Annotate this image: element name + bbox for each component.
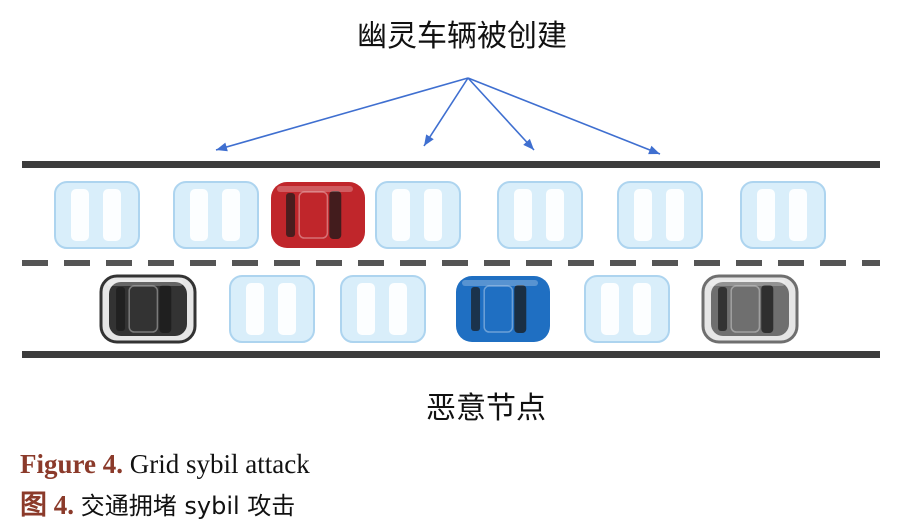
vehicles [54,181,826,344]
caption-english: Figure 4. Grid sybil attack [20,449,310,480]
malicious-node-label: 恶意节点 [426,391,546,426]
ghost-vehicles-label: 幽灵车辆被创建 [357,19,567,54]
sybil-attack-diagram: 幽灵车辆被创建 恶意节点 [22,19,880,426]
ghost-vehicle-top-5 [497,181,583,249]
arrow-4 [467,77,661,155]
caption-chinese-label: 图 4. [20,490,74,520]
caption-english-label: Figure 4. [20,449,123,479]
arrow-1 [215,77,469,152]
ghost-vehicle-top-2 [173,181,259,249]
ghost-arrows [215,77,661,155]
caption-english-text: Grid sybil attack [129,449,310,479]
ghost-vehicle-top-4 [375,181,461,249]
ghost-vehicle-bottom-3 [340,275,426,343]
ghost-vehicle-bottom-2 [229,275,315,343]
gray-vehicle-bottom-6 [701,274,799,344]
ghost-vehicle-top-6 [617,181,703,249]
red-vehicle-top-3 [271,182,365,248]
road-bottom-edge [22,351,880,358]
arrow-3 [467,77,535,151]
caption-chinese: 图 4. 交通拥堵 sybil 攻击 [20,483,295,522]
blue-vehicle-bottom-4 [456,276,550,342]
dark-vehicle-bottom-1 [99,274,197,344]
road-top-edge [22,161,880,168]
ghost-vehicle-bottom-5 [584,275,670,343]
arrow-2 [423,77,469,147]
ghost-vehicle-top-1 [54,181,140,249]
caption-chinese-text: 交通拥堵 sybil 攻击 [80,492,296,520]
ghost-vehicle-top-7 [740,181,826,249]
